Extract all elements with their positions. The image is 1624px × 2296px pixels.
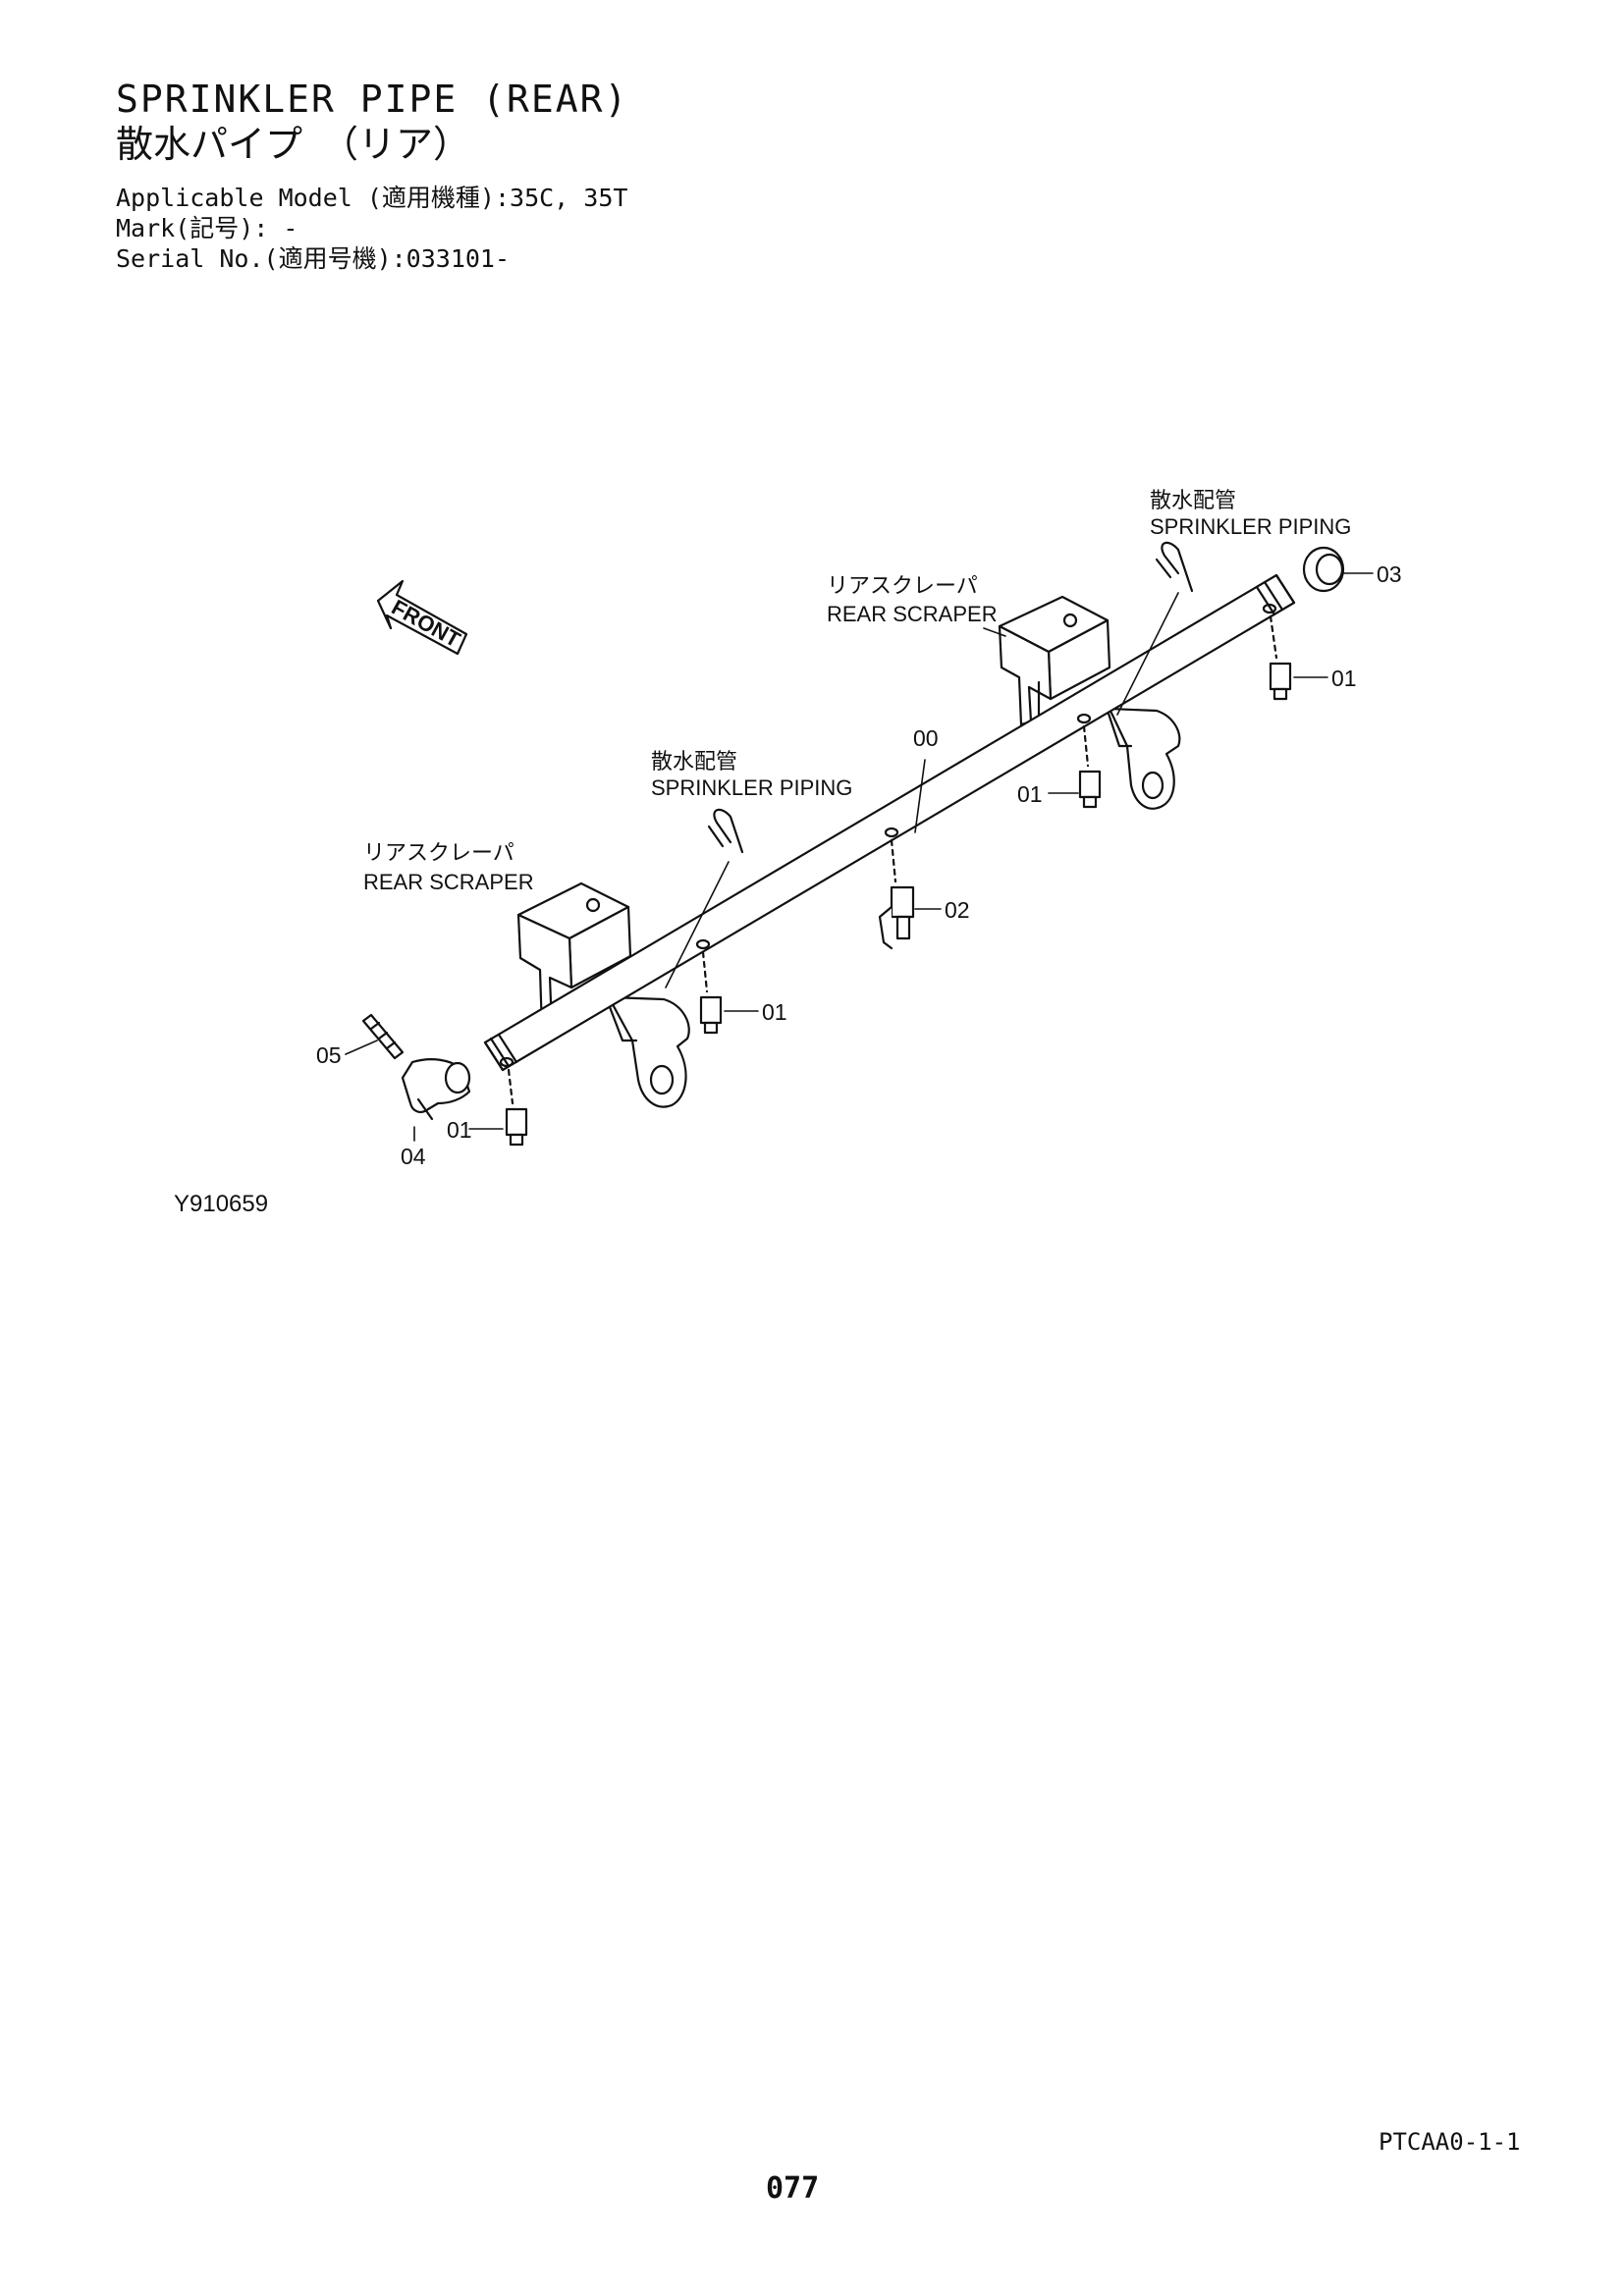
rear-scraper-top-bracket <box>998 595 1111 726</box>
rear-scraper-left-jp: リアスクレーパ <box>363 840 514 865</box>
part-number-labels: 00 03 01 01 02 01 05 01 04 <box>316 561 1402 1169</box>
reference-code: PTCAA0-1-1 <box>1379 2128 1521 2156</box>
callout-labels: 散水配管 SPRINKLER PIPING リアスクレーパ REAR SCRAP… <box>363 488 1351 894</box>
leader-lines <box>345 572 1374 1142</box>
sprinkler-piping-mid-en: SPRINKLER PIPING <box>651 775 852 800</box>
part-number-01-c: 01 <box>762 999 787 1025</box>
part-number-01-d: 01 <box>447 1117 472 1143</box>
part-number-00: 00 <box>913 725 939 751</box>
sprinkler-piping-mid <box>665 808 744 988</box>
elbow-part-04 <box>401 1058 471 1121</box>
sprinkler-piping-top-en: SPRINKLER PIPING <box>1150 514 1351 539</box>
fitting-part-01-c <box>699 950 723 1035</box>
page-header: SPRINKLER PIPE (REAR) 散水パイプ （リア） Applica… <box>116 77 628 274</box>
rear-scraper-left-en: REAR SCRAPER <box>363 870 534 894</box>
mounting-plate-right <box>1106 707 1181 810</box>
sprinkler-piping-top <box>1116 541 1194 716</box>
part-number-03: 03 <box>1377 561 1402 587</box>
fitting-part-01-b <box>1078 724 1102 809</box>
front-arrow-icon: FRONT <box>376 579 468 656</box>
figure-code: Y910659 <box>174 1191 269 1217</box>
front-arrow-label: FRONT <box>388 595 465 653</box>
mark: Mark(記号): - <box>116 214 298 242</box>
part-number-01-a: 01 <box>1331 666 1357 691</box>
fitting-part-01-d <box>505 1068 528 1147</box>
part-number-01-b: 01 <box>1017 781 1043 807</box>
part-number-05: 05 <box>316 1042 342 1068</box>
part-number-02: 02 <box>945 897 970 923</box>
meta-block: Applicable Model (適用機種):35C, 35T Mark(記号… <box>116 183 628 274</box>
rear-scraper-top-en: REAR SCRAPER <box>827 602 998 626</box>
page-title-en: SPRINKLER PIPE (REAR) <box>116 78 629 121</box>
main-pipe <box>483 573 1296 1072</box>
serial-no: Serial No.(適用号機):033101- <box>116 244 511 273</box>
fitting-part-01-a <box>1269 614 1292 701</box>
page-number: 077 <box>766 2171 820 2206</box>
sprinkler-piping-top-jp: 散水配管 <box>1150 488 1236 512</box>
applicable-model: Applicable Model (適用機種):35C, 35T <box>116 184 628 212</box>
mounting-plate-left <box>605 995 690 1108</box>
part-number-04: 04 <box>401 1144 426 1169</box>
page-title-jp: 散水パイプ （リア） <box>116 123 471 166</box>
sprinkler-piping-mid-jp: 散水配管 <box>651 749 737 774</box>
cap-part-03 <box>1302 546 1345 593</box>
nipple-part-05 <box>361 1013 405 1060</box>
valve-part-02 <box>878 838 915 950</box>
rear-scraper-top-jp: リアスクレーパ <box>827 573 978 598</box>
